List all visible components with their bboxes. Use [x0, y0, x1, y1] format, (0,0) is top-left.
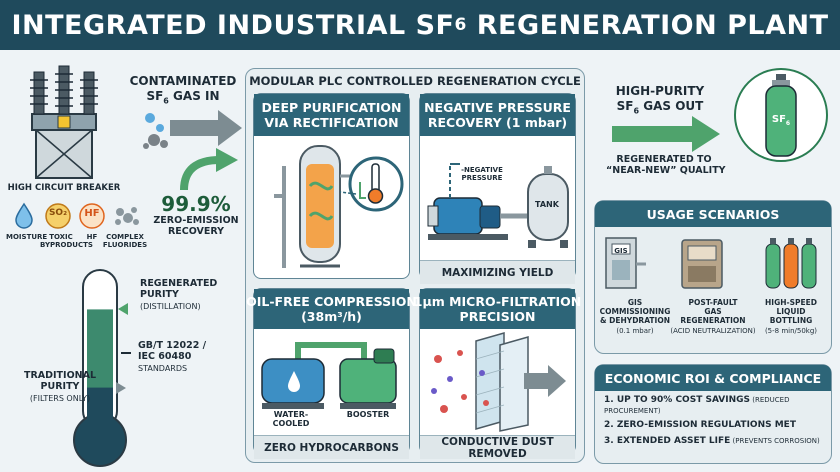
card-micro-filtration: 1μm MICRO-FILTRATION PRECISION CONDUCTIV…: [414, 288, 581, 460]
contaminant-label-moisture: MOISTURE: [6, 233, 48, 241]
card-negative-pressure: NEGATIVE PRESSURE RECOVERY (1 mbar) MAXI…: [419, 93, 576, 284]
standard-tick: [121, 352, 131, 354]
breaker-icon: [30, 65, 98, 179]
recovery-value: 99.9%: [161, 192, 231, 216]
roi-item-3: 3. EXTENDED ASSET LIFE (PREVENTS CORROSI…: [604, 436, 820, 446]
gas-out-label: HIGH-PURITY SF6 GAS OUT: [615, 84, 705, 116]
contaminant-icons: [15, 202, 139, 229]
breaker-label: HIGH CIRCUIT BREAKER: [7, 183, 121, 193]
standard-sub: STANDARDS: [138, 364, 188, 373]
contaminant-label-hf: HF: [86, 233, 98, 241]
usage-item-gis: GIS COMMISSIONING & DEHYDRATION: [599, 298, 671, 325]
gas-cylinder-icon: [765, 74, 797, 157]
regen-marker-icon: [118, 303, 128, 316]
gis-unit-icon: [605, 237, 646, 289]
usage-item-bottling: HIGH-SPEED LIQUID BOTTLING: [765, 298, 817, 325]
usage-item-post-fault: POST-FAULT GAS REGENERATION: [680, 298, 746, 325]
usage-icons: [605, 237, 817, 289]
standard-label: GB/T 12022 / IEC 60480: [138, 340, 207, 362]
curve-arrow-icon: [180, 148, 238, 191]
purity-thermometer: [73, 269, 127, 467]
cycle-title: MODULAR PLC CONTROLLED REGENERATION CYCL…: [249, 74, 581, 88]
regeneration-unit-icon: [681, 239, 723, 289]
booster-label: BOOSTER: [346, 410, 390, 419]
roi-item-2: 2. ZERO-EMISSION REGULATIONS MET: [604, 420, 796, 430]
bottling-cylinders-icon: [765, 238, 817, 289]
filter-mesh-icon: [475, 332, 529, 432]
negative-pressure-note: -NEGATIVE PRESSURE: [461, 166, 503, 182]
water-cooled-label: WATER-COOLED: [272, 410, 310, 428]
trad-marker-icon: [116, 381, 126, 394]
flow-arrow-icon: [524, 365, 566, 397]
moisture-drop-icon: [15, 202, 33, 229]
distillation-column-icon: [274, 145, 356, 268]
tank-label: TANK: [535, 200, 559, 209]
gas-in-label: CONTAMINATED SF6 GAS IN: [129, 74, 237, 106]
thermometer-icon: [73, 269, 127, 467]
gas-out-arrow-icon: [612, 116, 720, 152]
contaminant-label-byproducts: TOXIC BYPRODUCTS: [40, 233, 93, 249]
circuit-breaker-illustration: [30, 65, 98, 179]
gas-in-arrow-icon: [143, 110, 242, 149]
compressor-illustration: [261, 342, 397, 409]
fluorides-icon: [115, 207, 139, 225]
magnifier-thermometer-icon: [339, 156, 404, 212]
vacuum-pump-illustration: [427, 163, 569, 248]
regen-purity-sub: (DISTILLATION): [140, 302, 201, 311]
tank-icon: [527, 166, 569, 248]
recovery-label: ZERO-EMISSION RECOVERY: [153, 215, 239, 237]
gas-in-arrow: [143, 110, 242, 149]
card-oil-free-compression: OIL-FREE COMPRESSION (38m³/h) ZERO HYDRO…: [246, 288, 417, 459]
card-rectification: DEEP PURIFICATION VIA RECTIFICATION: [253, 93, 410, 279]
gas-out-arrow: [612, 116, 720, 152]
traditional-purity-sub: (FILTERS ONLY): [29, 394, 91, 403]
so2-icon: [45, 203, 71, 229]
contaminant-label-fluorides: COMPLEX FLUORIDES: [102, 233, 148, 249]
hf-icon: [79, 203, 105, 229]
recovery-curve-arrow: [180, 148, 238, 191]
distillation-column-illustration: [274, 145, 404, 268]
regen-purity-label: REGENERATED PURITY: [140, 278, 218, 300]
roi-panel: ECONOMIC ROI & COMPLIANCE: [594, 364, 832, 464]
vacuum-pump-icon: [427, 163, 528, 240]
cylinder-illustration: [765, 74, 797, 157]
cylinder-label: SF6: [771, 114, 791, 127]
compressor-icon: [261, 342, 397, 409]
traditional-purity-label: TRADITIONAL PURITY: [23, 370, 96, 392]
filter-illustration: [431, 332, 566, 432]
quality-label: REGENERATED TO “NEAR-NEW” QUALITY: [606, 154, 726, 176]
gis-icon-text: GIS: [614, 247, 628, 255]
dust-particles-icon: [431, 350, 489, 413]
roi-item-1: 1. UP TO 90% COST SAVINGS (REDUCED PROCU…: [604, 395, 790, 415]
